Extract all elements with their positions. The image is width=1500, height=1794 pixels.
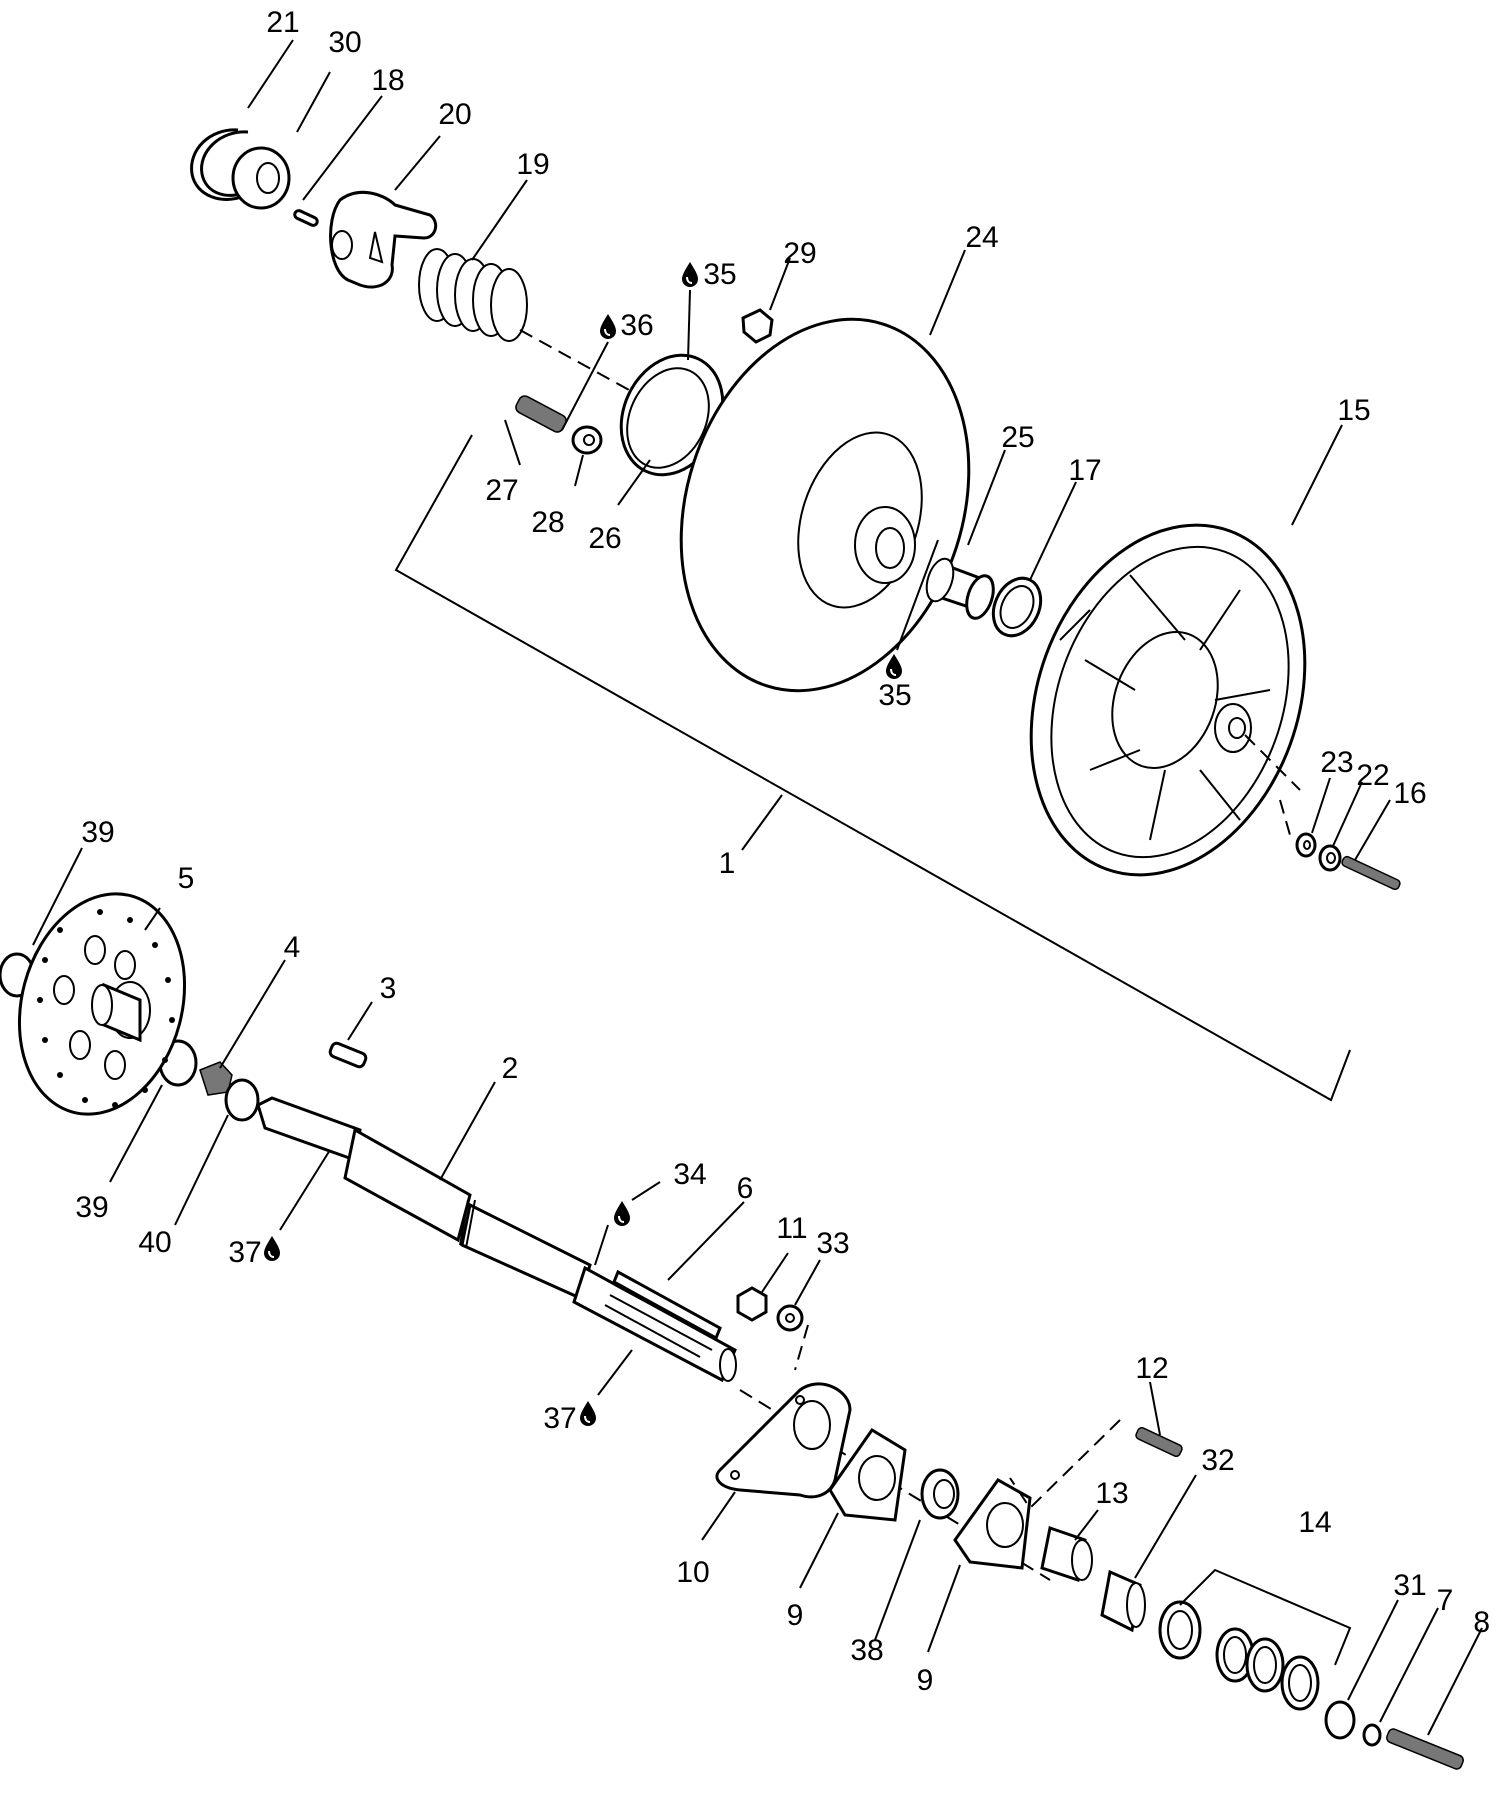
key-part-6 <box>612 1269 722 1341</box>
washer-part-31 <box>1324 1700 1356 1740</box>
screw-part-27 <box>515 395 567 433</box>
callout-29: 29 <box>783 237 816 270</box>
callout-27: 27 <box>485 474 518 507</box>
ring-part-17 <box>991 576 1043 638</box>
lock-washer-part-7 <box>1362 1723 1382 1747</box>
shim-part-14 <box>1158 1600 1320 1711</box>
callout-12: 12 <box>1135 1352 1168 1385</box>
bushing-part-25 <box>925 557 995 620</box>
callout-36: 36 <box>620 309 653 342</box>
callout-23: 23 <box>1320 746 1353 779</box>
oil-drop-icon <box>681 261 699 288</box>
fixed-sheave-part-15 <box>1029 523 1307 877</box>
callout-40: 40 <box>138 1226 171 1259</box>
oil-drop-icon <box>599 313 617 340</box>
callout-8: 8 <box>1473 1606 1490 1639</box>
spring-part-19 <box>418 248 528 342</box>
cam-part-20 <box>329 190 438 289</box>
callout-38: 38 <box>850 1634 883 1667</box>
screw-part-4 <box>199 1061 233 1096</box>
nut-part-11 <box>736 1286 768 1322</box>
bearing-part-38 <box>920 1468 960 1520</box>
stud-part-16 <box>1341 855 1401 891</box>
shaft-assembly <box>0 847 1483 1770</box>
callout-19: 19 <box>516 148 549 181</box>
bushing-part-13 <box>1040 1526 1093 1582</box>
nut-part-22 <box>1318 844 1342 872</box>
callout-25: 25 <box>1001 421 1034 454</box>
oil-drop-icon <box>263 1235 281 1262</box>
oil-drop-icon <box>885 653 903 680</box>
washer-part-30 <box>231 146 291 210</box>
centerline-hub <box>1244 734 1301 791</box>
callout-1: 1 <box>719 847 736 880</box>
callout-9-right: 9 <box>917 1664 934 1697</box>
callout-10: 10 <box>676 1556 709 1589</box>
callout-7: 7 <box>1437 1584 1454 1617</box>
callout-6: 6 <box>737 1172 754 1205</box>
pulley-assembly <box>190 39 1401 1102</box>
callout-2: 2 <box>502 1052 519 1085</box>
oil-drop-icon <box>579 1400 597 1427</box>
callout-17: 17 <box>1068 454 1101 487</box>
centerline-nut <box>1279 799 1291 836</box>
callout-9-left: 9 <box>787 1599 804 1632</box>
plate-part-10 <box>715 1382 852 1499</box>
callout-30: 30 <box>328 26 361 59</box>
callout-4: 4 <box>284 931 301 964</box>
callout-39-bottom: 39 <box>75 1191 108 1224</box>
callout-33: 33 <box>816 1227 849 1260</box>
callout-22: 22 <box>1356 759 1389 792</box>
callout-39-top: 39 <box>81 816 114 849</box>
flange-part-9-left <box>828 1427 907 1522</box>
callout-13: 13 <box>1095 1477 1128 1510</box>
sheave-part-24 <box>679 317 971 693</box>
o-ring-part-40 <box>224 1078 260 1122</box>
callout-24: 24 <box>965 221 998 254</box>
pin-part-18 <box>293 209 319 227</box>
callout-15: 15 <box>1337 394 1370 427</box>
bolt-part-8 <box>1386 1728 1464 1770</box>
callout-14: 14 <box>1298 1506 1331 1539</box>
callout-26: 26 <box>588 522 621 555</box>
callout-31: 31 <box>1393 1569 1426 1602</box>
callout-16: 16 <box>1393 777 1426 810</box>
ring-part-26 <box>619 353 725 477</box>
leader-lines-lower <box>32 847 1483 1736</box>
callout-labels: 21 30 18 20 19 35 29 24 36 15 25 17 27 2… <box>75 6 1490 1697</box>
leader-lines-upper <box>247 39 1391 861</box>
callout-20: 20 <box>438 98 471 131</box>
washer-part-28 <box>571 425 603 455</box>
brake-disc-part-5 <box>17 892 187 1116</box>
callout-35-top: 35 <box>703 258 736 291</box>
washer-part-33 <box>776 1304 804 1332</box>
callout-35-mid: 35 <box>878 679 911 712</box>
shaft-part-2 <box>256 1096 737 1383</box>
callout-37-left: 37 <box>228 1236 261 1269</box>
shoe-part-29 <box>741 308 774 344</box>
callout-28: 28 <box>531 506 564 539</box>
flange-part-9-right <box>953 1478 1032 1570</box>
callout-5: 5 <box>178 862 195 895</box>
callout-3: 3 <box>380 972 397 1005</box>
oil-drop-icon <box>613 1200 631 1227</box>
shims-bracket <box>1179 1568 1352 1666</box>
centerline-washer <box>794 1324 809 1371</box>
washer-part-23 <box>1295 832 1317 858</box>
centerline-upper <box>519 329 721 441</box>
key-part-3 <box>328 1041 368 1069</box>
callout-37-right: 37 <box>543 1402 576 1435</box>
assembly-bracket <box>394 434 1351 1102</box>
callout-18: 18 <box>371 64 404 97</box>
bolt-part-12 <box>1135 1426 1183 1458</box>
callout-21: 21 <box>266 6 299 39</box>
callout-34: 34 <box>673 1158 706 1191</box>
callout-32: 32 <box>1201 1444 1234 1477</box>
callout-11: 11 <box>776 1212 807 1245</box>
bushing-part-32 <box>1100 1569 1146 1633</box>
